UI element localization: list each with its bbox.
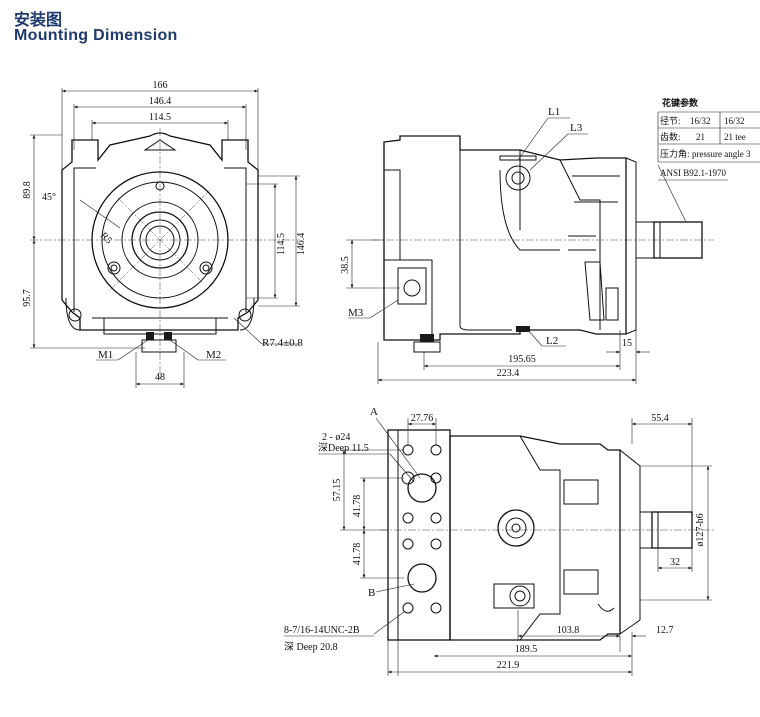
dim-12-7: 12.7 xyxy=(656,625,674,636)
spline-row3-label: 压力角: xyxy=(660,148,690,159)
label-m3: M3 xyxy=(348,307,364,319)
dim-195-65: 195.65 xyxy=(508,354,536,365)
dim-r7-4: R7.4±0.8 xyxy=(262,337,303,349)
dim-41-78-b: 41.78 xyxy=(352,543,363,566)
label-b: B xyxy=(368,587,375,599)
label-l2: L2 xyxy=(546,335,558,347)
spline-heading: 花键参数 xyxy=(662,97,699,108)
dim-48: 48 xyxy=(155,372,165,383)
dim-15: 15 xyxy=(622,338,632,349)
spline-standard: ANSI B92.1-1970 xyxy=(660,168,727,178)
spline-row1-label: 径节: xyxy=(660,115,681,126)
bottom-view: A B 2 - ø24 深Deep 11.5 27.76 57.15 41.78… xyxy=(284,406,714,676)
dim-223-4: 223.4 xyxy=(497,368,520,379)
spline-row2-extra: 21 tee xyxy=(724,132,746,142)
dim-45deg: 45° xyxy=(42,192,56,203)
spline-row1-extra: 16/32 xyxy=(724,116,745,126)
spline-row3-value: pressure angle 3 xyxy=(692,149,751,159)
dim-shaft-diameter: ø127-h6 xyxy=(695,513,706,546)
spline-row1-value: 16/32 xyxy=(690,116,711,126)
spline-table: 花键参数 径节: 16/32 16/32 齿数: 21 21 tee 压力角: … xyxy=(657,97,760,223)
dim-32: 32 xyxy=(670,557,680,568)
dim-146-4-side: 146.4 xyxy=(296,233,307,256)
dim-95-7: 95.7 xyxy=(22,289,33,307)
dim-38-5: 38.5 xyxy=(340,256,351,274)
dim-27-76: 27.76 xyxy=(411,413,434,424)
label-a: A xyxy=(370,406,378,418)
label-l1: L1 xyxy=(548,106,560,118)
thread-depth: 深 Deep 20.8 xyxy=(284,641,338,653)
dim-55-4: 55.4 xyxy=(651,413,669,424)
dim-57-15: 57.15 xyxy=(332,479,343,502)
spline-row2-label: 齿数: xyxy=(660,131,681,142)
dim-166: 166 xyxy=(153,80,168,91)
dim-41-78-a: 41.78 xyxy=(352,495,363,518)
dim-89-8: 89.8 xyxy=(22,181,33,199)
title-chinese: 安装图 xyxy=(14,10,63,29)
dim-114-5-top: 114.5 xyxy=(149,112,171,123)
dim-221-9: 221.9 xyxy=(497,660,520,671)
dim-103-8: 103.8 xyxy=(557,625,580,636)
dim-r5: R5 xyxy=(98,230,114,246)
hole-spec: 2 - ø24 xyxy=(322,432,350,443)
label-l3: L3 xyxy=(570,122,583,134)
hole-depth: 深Deep 11.5 xyxy=(318,442,369,454)
side-view: L1 L3 L2 M3 38.5 195.65 15 223.4 xyxy=(340,106,714,384)
spline-row2-value: 21 xyxy=(696,132,705,142)
dim-146-4-top: 146.4 xyxy=(149,96,172,107)
label-m2: M2 xyxy=(206,349,221,361)
dim-114-5-side: 114.5 xyxy=(276,233,287,255)
front-view: 166 146.4 114.5 xyxy=(22,80,307,388)
thread-spec: 8-7/16-14UNC-2B xyxy=(284,625,360,636)
dim-189-5: 189.5 xyxy=(515,644,538,655)
label-m1: M1 xyxy=(98,349,113,361)
title-english: Mounting Dimension xyxy=(14,27,178,44)
